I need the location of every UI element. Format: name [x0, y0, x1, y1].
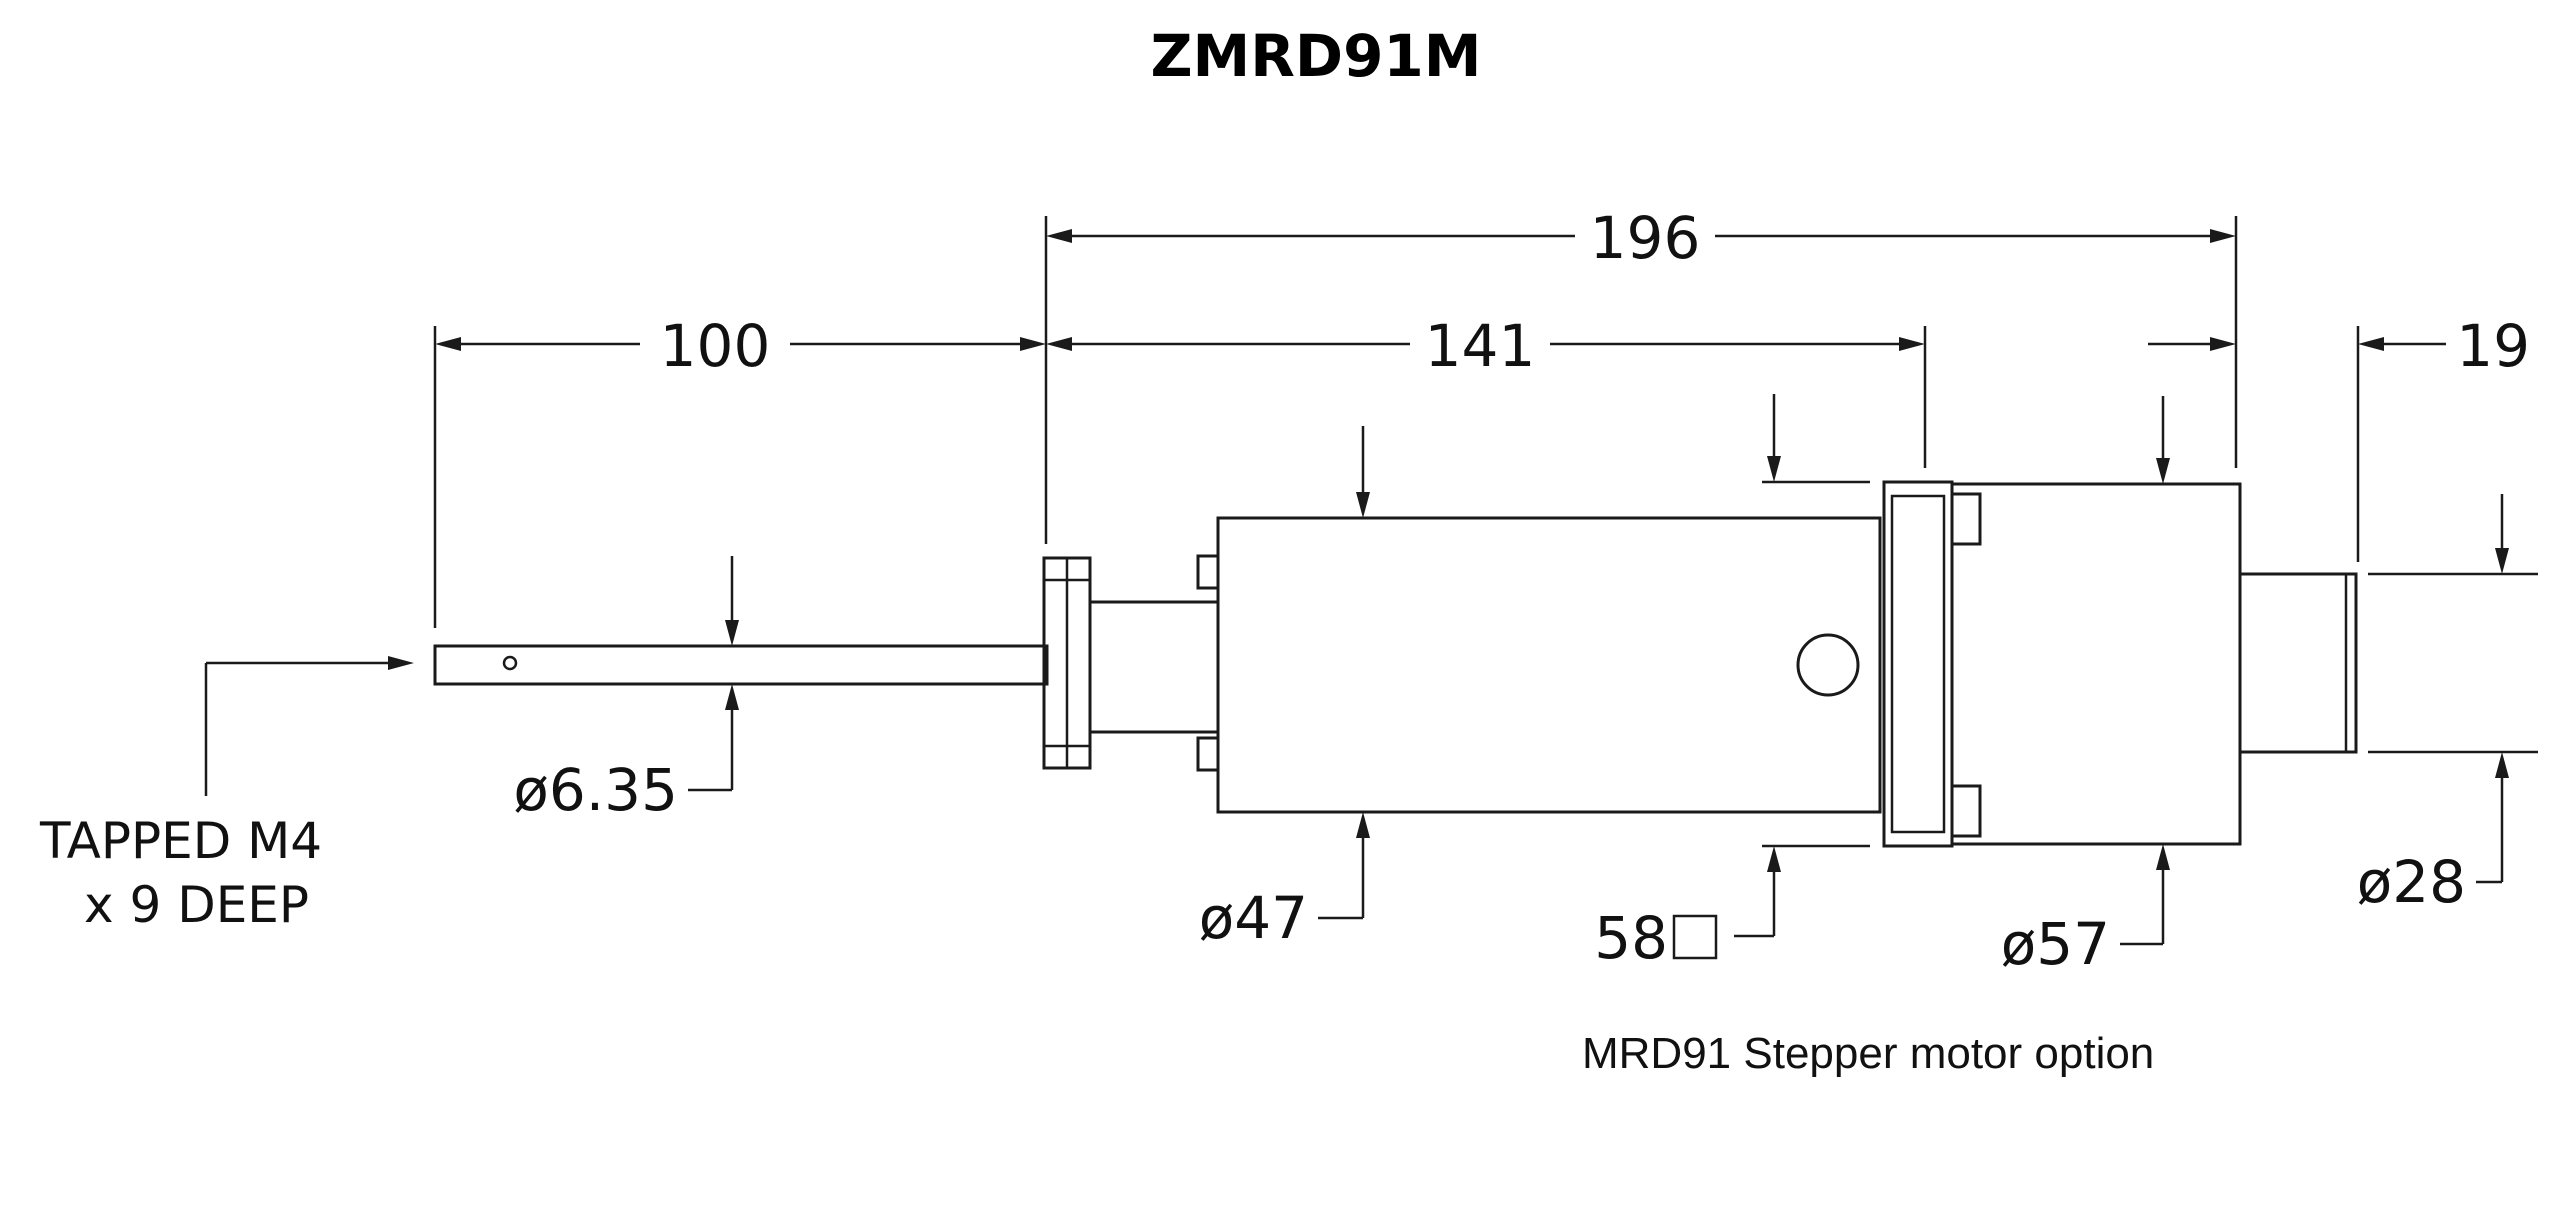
tapped-note-line1: TAPPED M4	[39, 812, 322, 870]
dim-shaft-length: 100	[660, 312, 771, 380]
dimension-labels: 196 100 141 19 ø6.35 ø47 58 ø57 ø28	[513, 204, 2530, 978]
main-body	[1216, 516, 1882, 814]
dim-end-diameter: ø28	[2357, 848, 2466, 916]
tapped-hole	[502, 655, 518, 671]
drawing-title: ZMRD91M	[1150, 22, 1481, 90]
motor-option-caption: MRD91 Stepper motor option	[1582, 1029, 2154, 1078]
side-port	[1796, 633, 1860, 697]
bolt-head	[1950, 784, 1982, 838]
motor-body	[1950, 482, 2242, 846]
dim-body-diameter: ø47	[1199, 884, 1308, 952]
part-outline	[433, 480, 2358, 848]
flange-plate	[1882, 480, 1954, 848]
dim-end-length: 19	[2456, 312, 2530, 380]
dim-body-length: 141	[1425, 312, 1536, 380]
bolt-head	[1196, 736, 1220, 772]
neck	[1088, 600, 1220, 734]
dimension-lines	[204, 216, 2538, 960]
square-symbol	[1672, 914, 1718, 960]
rear-boss	[2238, 572, 2358, 754]
shaft	[433, 644, 1049, 686]
tapped-note-line2: x 9 DEEP	[84, 876, 309, 934]
dim-motor-diameter: ø57	[2001, 910, 2110, 978]
dim-flange-square: 58	[1594, 904, 1668, 972]
dim-shaft-diameter: ø6.35	[513, 756, 678, 824]
bolt-head	[1196, 554, 1220, 590]
dim-overall-length: 196	[1590, 204, 1701, 272]
bolt-head	[1950, 492, 1982, 546]
